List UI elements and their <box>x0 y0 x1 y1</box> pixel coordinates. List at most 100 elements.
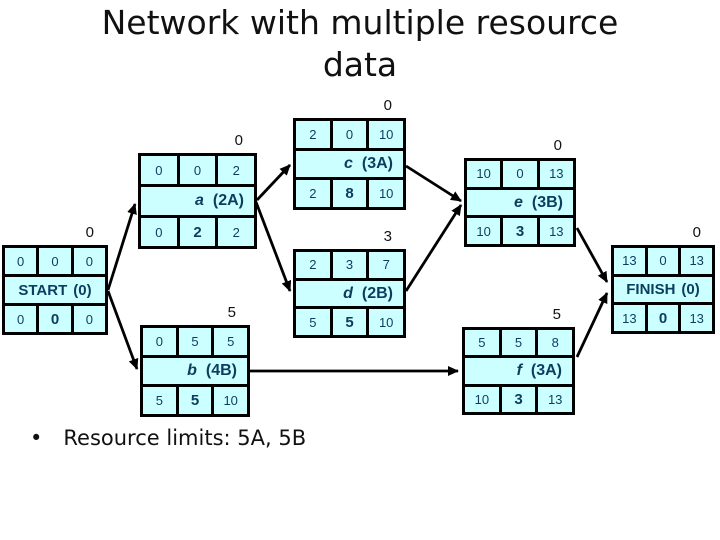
node-c: 0 2 0 10 c (3A) 2 8 10 <box>293 97 406 210</box>
early-start-cell: 10 <box>467 161 501 187</box>
late-finish-cell: 13 <box>539 218 573 245</box>
activity-resource: (3A) <box>530 361 562 379</box>
node-top-row: 2 3 7 <box>296 252 404 278</box>
node-e: 0 10 0 13 e (3B) 10 3 13 <box>464 137 576 247</box>
late-start-cell: 0 <box>5 306 37 332</box>
node-top-row: 5 5 8 <box>465 330 573 356</box>
node-bottom-row: 0 0 0 <box>5 306 105 332</box>
late-start-cell: 2 <box>296 180 330 208</box>
early-finish-cell: 7 <box>369 252 404 278</box>
node-label: START (0) <box>5 277 105 303</box>
node-f: 5 5 5 8 f (3A) 10 3 13 <box>462 306 575 415</box>
duration-cell: 3 <box>503 218 537 245</box>
duration-cell: 8 <box>332 180 367 208</box>
slide-title-line-2: data <box>322 44 398 84</box>
node-bottom-row: 10 3 13 <box>465 386 573 412</box>
slack-label: 5 <box>227 304 236 321</box>
slack-cell: 5 <box>501 330 536 356</box>
early-start-cell: 5 <box>465 330 499 356</box>
late-finish-cell: 10 <box>369 180 404 208</box>
early-finish-cell: 13 <box>539 161 573 187</box>
early-finish-cell: 13 <box>681 248 713 274</box>
edge-e-finish <box>575 227 609 283</box>
activity-name: f <box>516 361 522 379</box>
node-label: FINISH (0) <box>614 276 712 303</box>
node-label: c (3A) <box>296 150 403 178</box>
late-start-cell: 5 <box>143 387 176 415</box>
node-d: 3 2 3 7 d (2B) 5 5 10 <box>293 228 406 338</box>
node-b: 5 0 5 5 b (4B) 5 5 10 <box>140 304 250 417</box>
node-bottom-row: 2 8 10 <box>296 180 404 208</box>
activity-name: START <box>18 281 68 299</box>
node-finish: 0 13 0 13 FINISH (0) 13 0 13 <box>611 224 715 334</box>
node-bottom-row: 13 0 13 <box>614 305 713 332</box>
node-top-row: 0 5 5 <box>143 328 248 355</box>
edge-f-finish <box>575 292 609 358</box>
edge-d-e <box>404 204 463 292</box>
late-start-cell: 0 <box>141 218 177 246</box>
slack-label: 0 <box>692 224 701 241</box>
activity-resource: (3A) <box>361 155 393 172</box>
activity-resource: (2B) <box>361 284 393 302</box>
bullet-icon: • <box>30 426 43 450</box>
early-start-cell: 0 <box>5 248 37 274</box>
node-grid: 0 0 0 START (0) 0 0 0 <box>2 245 108 335</box>
node-top-row: 0 0 2 <box>141 156 255 184</box>
slack-cell: 0 <box>179 156 216 184</box>
early-start-cell: 0 <box>143 328 176 355</box>
slack-cell: 3 <box>332 252 367 278</box>
early-finish-cell: 2 <box>218 156 255 184</box>
duration-cell: 2 <box>179 218 216 246</box>
activity-resource: (3B) <box>531 193 563 211</box>
edge-start-b <box>106 290 139 370</box>
early-start-cell: 0 <box>141 156 177 184</box>
slack-cell: 5 <box>178 328 212 355</box>
node-grid: 0 5 5 b (4B) 5 5 10 <box>140 325 250 417</box>
duration-cell: 0 <box>647 305 679 332</box>
edge-start-a <box>106 203 137 291</box>
activity-resource: (2A) <box>212 192 244 209</box>
node-bottom-row: 0 2 2 <box>141 218 255 246</box>
late-start-cell: 5 <box>296 309 330 336</box>
resource-limits-note: • Resource limits: 5A, 5B <box>30 426 306 450</box>
edge-a-d <box>254 201 292 292</box>
node-label: a (2A) <box>141 187 254 215</box>
node-grid: 10 0 13 e (3B) 10 3 13 <box>464 158 576 247</box>
activity-resource: (4B) <box>205 362 237 379</box>
late-finish-cell: 0 <box>73 306 105 332</box>
node-top-row: 13 0 13 <box>614 248 713 274</box>
late-finish-cell: 10 <box>214 387 248 415</box>
slide-title-line-1: Network with multiple resource <box>101 3 619 42</box>
slack-label: 3 <box>383 228 392 245</box>
node-label: d (2B) <box>296 280 403 307</box>
slack-cell: 0 <box>332 121 367 148</box>
slack-label: 5 <box>552 306 561 323</box>
activity-name: a <box>194 192 204 209</box>
duration-cell: 5 <box>178 387 212 415</box>
edge-c-e <box>405 164 462 203</box>
slack-label: 0 <box>383 97 392 114</box>
node-grid: 5 5 8 f (3A) 10 3 13 <box>462 327 575 415</box>
node-top-row: 2 0 10 <box>296 121 404 148</box>
early-start-cell: 2 <box>296 121 330 148</box>
late-start-cell: 13 <box>614 305 645 332</box>
duration-cell: 5 <box>332 309 367 336</box>
activity-name: b <box>187 362 197 379</box>
activity-name: d <box>343 284 353 302</box>
node-a: 0 0 0 2 a (2A) 0 2 2 <box>138 132 257 249</box>
late-start-cell: 10 <box>465 386 499 412</box>
slack-label: 0 <box>85 224 94 241</box>
activity-resource: (0) <box>73 281 92 299</box>
early-start-cell: 2 <box>296 252 330 278</box>
late-finish-cell: 10 <box>369 309 404 336</box>
node-label: b (4B) <box>143 357 247 385</box>
node-grid: 13 0 13 FINISH (0) 13 0 13 <box>611 245 715 334</box>
node-bottom-row: 5 5 10 <box>296 309 404 336</box>
early-finish-cell: 10 <box>369 121 404 148</box>
slack-cell: 0 <box>39 248 71 274</box>
early-start-cell: 13 <box>614 248 645 274</box>
activity-resource: (0) <box>681 281 700 298</box>
node-grid: 2 0 10 c (3A) 2 8 10 <box>293 118 406 210</box>
node-label: f (3A) <box>465 358 572 384</box>
